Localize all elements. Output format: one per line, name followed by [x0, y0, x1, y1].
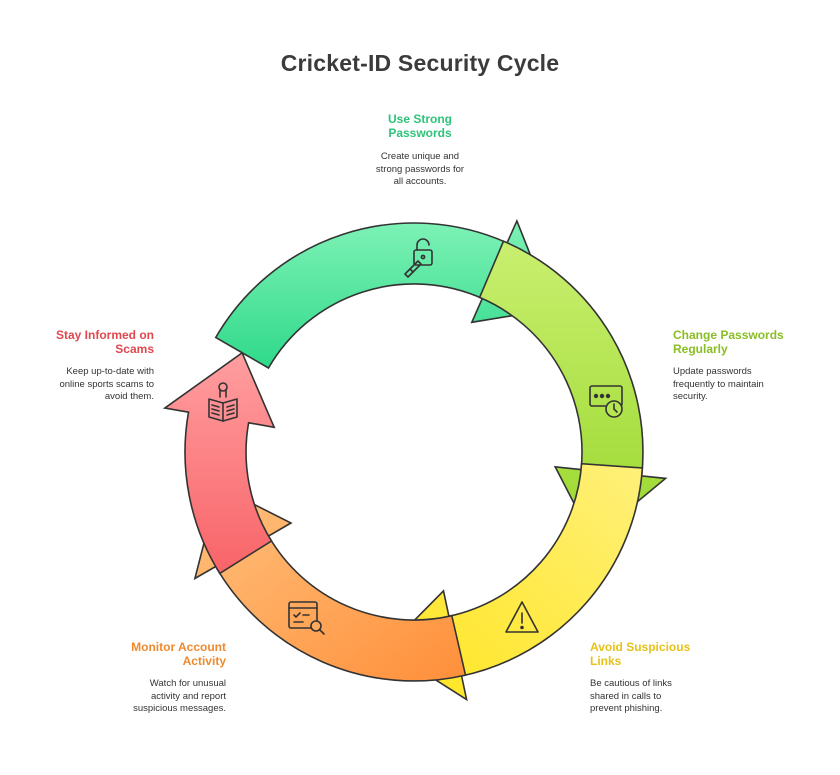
- step-label-change-passwords: Change Passwords Regularly: [673, 328, 784, 356]
- step-label-monitor-activity: Monitor Account Activity: [131, 640, 226, 668]
- arrow-use-strong-passwords: [214, 218, 554, 370]
- step-desc-use-strong-passwords: Create unique and strong passwords for a…: [375, 151, 465, 187]
- page-title: Cricket-ID Security Cycle: [280, 50, 560, 76]
- newspaper-icon: [208, 382, 238, 422]
- step-label-stay-informed: Stay Informed on Scams: [55, 328, 154, 356]
- arrow-change-passwords: [478, 240, 668, 541]
- password-clock-icon: [589, 385, 623, 418]
- step-desc-stay-informed: Keep up-to-date with online sports scams…: [59, 366, 154, 402]
- step-desc-avoid-links: Be cautious of links shared in calls to …: [590, 678, 672, 714]
- lock-key-icon: [404, 238, 433, 278]
- step-desc-monitor-activity: Watch for unusual activity and report su…: [133, 678, 226, 714]
- step-label-use-strong-passwords: Use Strong Passwords: [387, 112, 452, 140]
- step-desc-change-passwords: Update passwords frequently to maintain …: [673, 366, 764, 402]
- warning-icon: [505, 601, 539, 633]
- step-label-avoid-links: Avoid Suspicious Links: [590, 640, 691, 668]
- arrow-stay-informed: [162, 351, 276, 575]
- monitor-search-icon: [288, 601, 325, 635]
